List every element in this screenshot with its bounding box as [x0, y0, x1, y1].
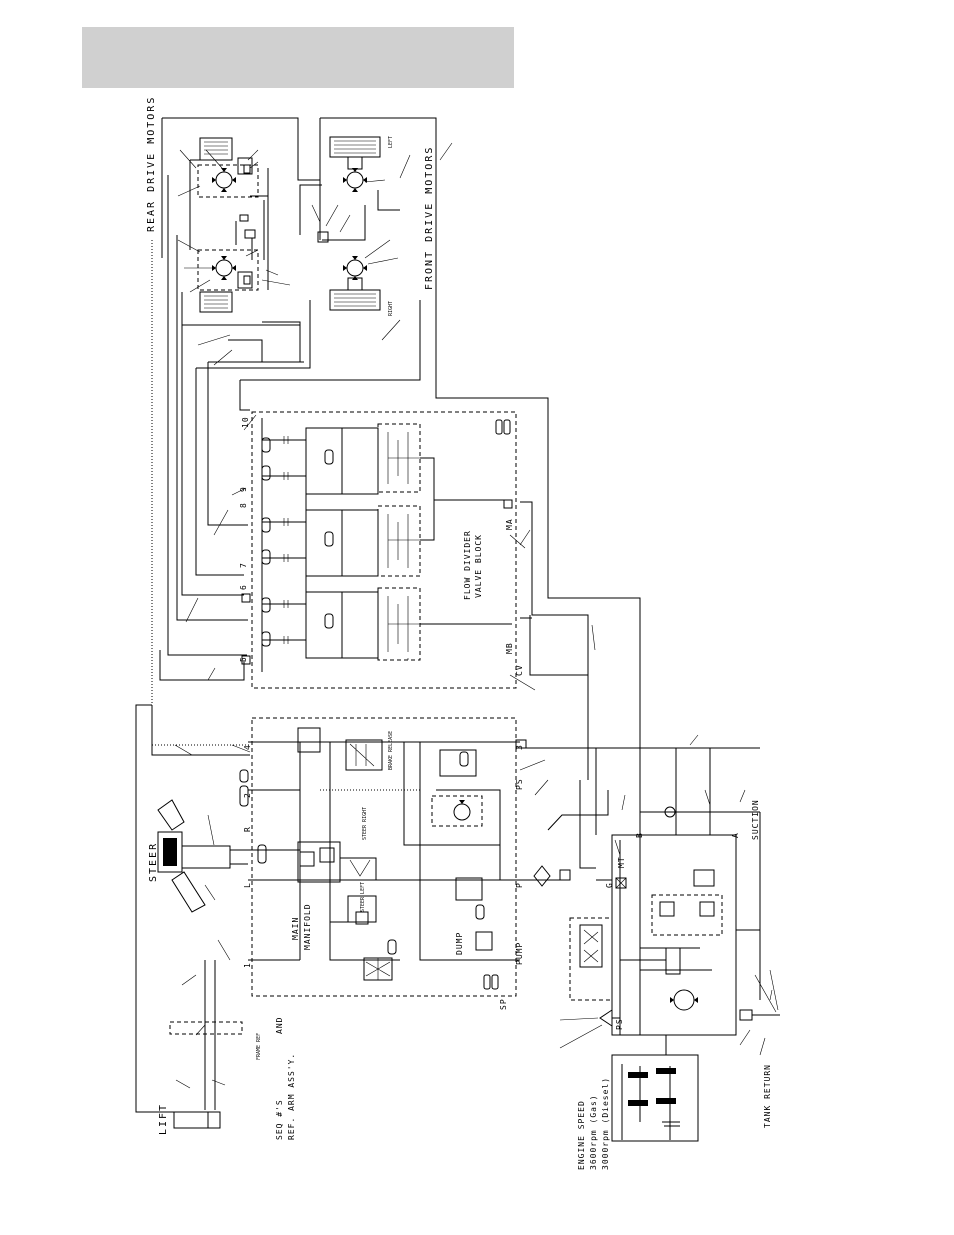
seq-7: 7: [239, 562, 248, 568]
seq-3: 3: [515, 744, 524, 750]
label-dump: DUMP: [455, 932, 464, 955]
port-pump: PUMP: [515, 942, 524, 965]
label-flow-divider: FLOW DIVIDER: [463, 530, 472, 600]
seq-2: 2: [243, 792, 252, 798]
label-engine-gas: 3600rpm (Gas): [589, 1094, 598, 1170]
labels: REAR DRIVE MOTORS FRONT DRIVE MOTORS LEF…: [146, 96, 772, 1170]
lift-cylinder: [135, 960, 243, 1129]
rear-drive-motor-bottom: [197, 249, 259, 313]
port-g: G: [605, 882, 614, 888]
label-valve-block: VALVE BLOCK: [474, 534, 483, 598]
flow-divider-section-2: [261, 500, 435, 577]
label-main: MAIN: [291, 917, 300, 940]
label-seq-and: AND: [275, 1017, 284, 1034]
label-engine-diesel: 3000rpm (Diesel): [601, 1077, 610, 1170]
flow-divider-section-3: [261, 587, 512, 661]
port-l: L: [243, 882, 252, 888]
front-tee-fitting: [317, 231, 329, 243]
label-rear-drive-motors: REAR DRIVE MOTORS: [146, 96, 157, 232]
main-manifold: [239, 717, 548, 997]
port-cv: CV: [515, 664, 524, 676]
port-r: R: [243, 826, 252, 832]
engine: [611, 1035, 699, 1142]
flow-divider-valve-block: [241, 411, 536, 691]
label-brake-release: BRAKE RELEASE: [388, 731, 394, 770]
port-sp: SP: [499, 998, 508, 1010]
label-steer-right: STEER RIGHT: [362, 807, 368, 840]
front-drive-motor-left: [329, 136, 381, 192]
label-ref-arm: REF. ARM ASS'Y.: [287, 1053, 296, 1140]
seq-5: 5: [239, 656, 248, 662]
rear-tee-fittings: [235, 214, 256, 260]
seq-1: 1: [243, 962, 252, 968]
seq-10: 10: [241, 416, 250, 428]
seq-8: 8: [239, 502, 248, 508]
port-ma: MA: [505, 518, 514, 530]
rear-drive-motor-top: [197, 137, 259, 198]
port-b: B: [635, 832, 644, 838]
flow-divider-section-1: [261, 423, 512, 501]
label-steer-left: STEER LEFT: [360, 882, 366, 912]
label-left: LEFT: [388, 136, 394, 148]
label-manifold: MANIFOLD: [303, 903, 312, 950]
port-mb: MB: [505, 642, 514, 654]
callout-leaders: [174, 142, 773, 1089]
port-mt: MT: [617, 856, 626, 868]
port-ps-pump: PS: [615, 1018, 624, 1030]
seq-9: 9: [239, 486, 248, 492]
label-right: RIGHT: [388, 301, 394, 316]
port-a: A: [731, 832, 740, 838]
label-tank-return: TANK RETURN: [763, 1064, 772, 1128]
label-lift: LIFT: [158, 1103, 169, 1135]
port-ps: PS: [515, 778, 524, 790]
seq-4: 4: [243, 744, 252, 750]
seq-6: 6: [239, 584, 248, 590]
steer-cylinder: [157, 799, 248, 913]
label-front-drive-motors: FRONT DRIVE MOTORS: [424, 146, 435, 290]
front-drive-motor-right: [329, 256, 381, 311]
label-engine-speed: ENGINE SPEED: [577, 1100, 586, 1170]
label-seq: SEQ #'S: [275, 1099, 284, 1140]
port-p: P: [515, 882, 524, 888]
header-band: [82, 27, 514, 88]
return-filter: [152, 744, 760, 887]
label-frame-ref: FRAME REF: [256, 1033, 262, 1060]
pump-assembly: [548, 806, 780, 1036]
label-suction: SUCTION: [751, 799, 760, 840]
label-steer: STEER: [148, 842, 159, 882]
drive-motor-lines: [135, 117, 641, 1035]
